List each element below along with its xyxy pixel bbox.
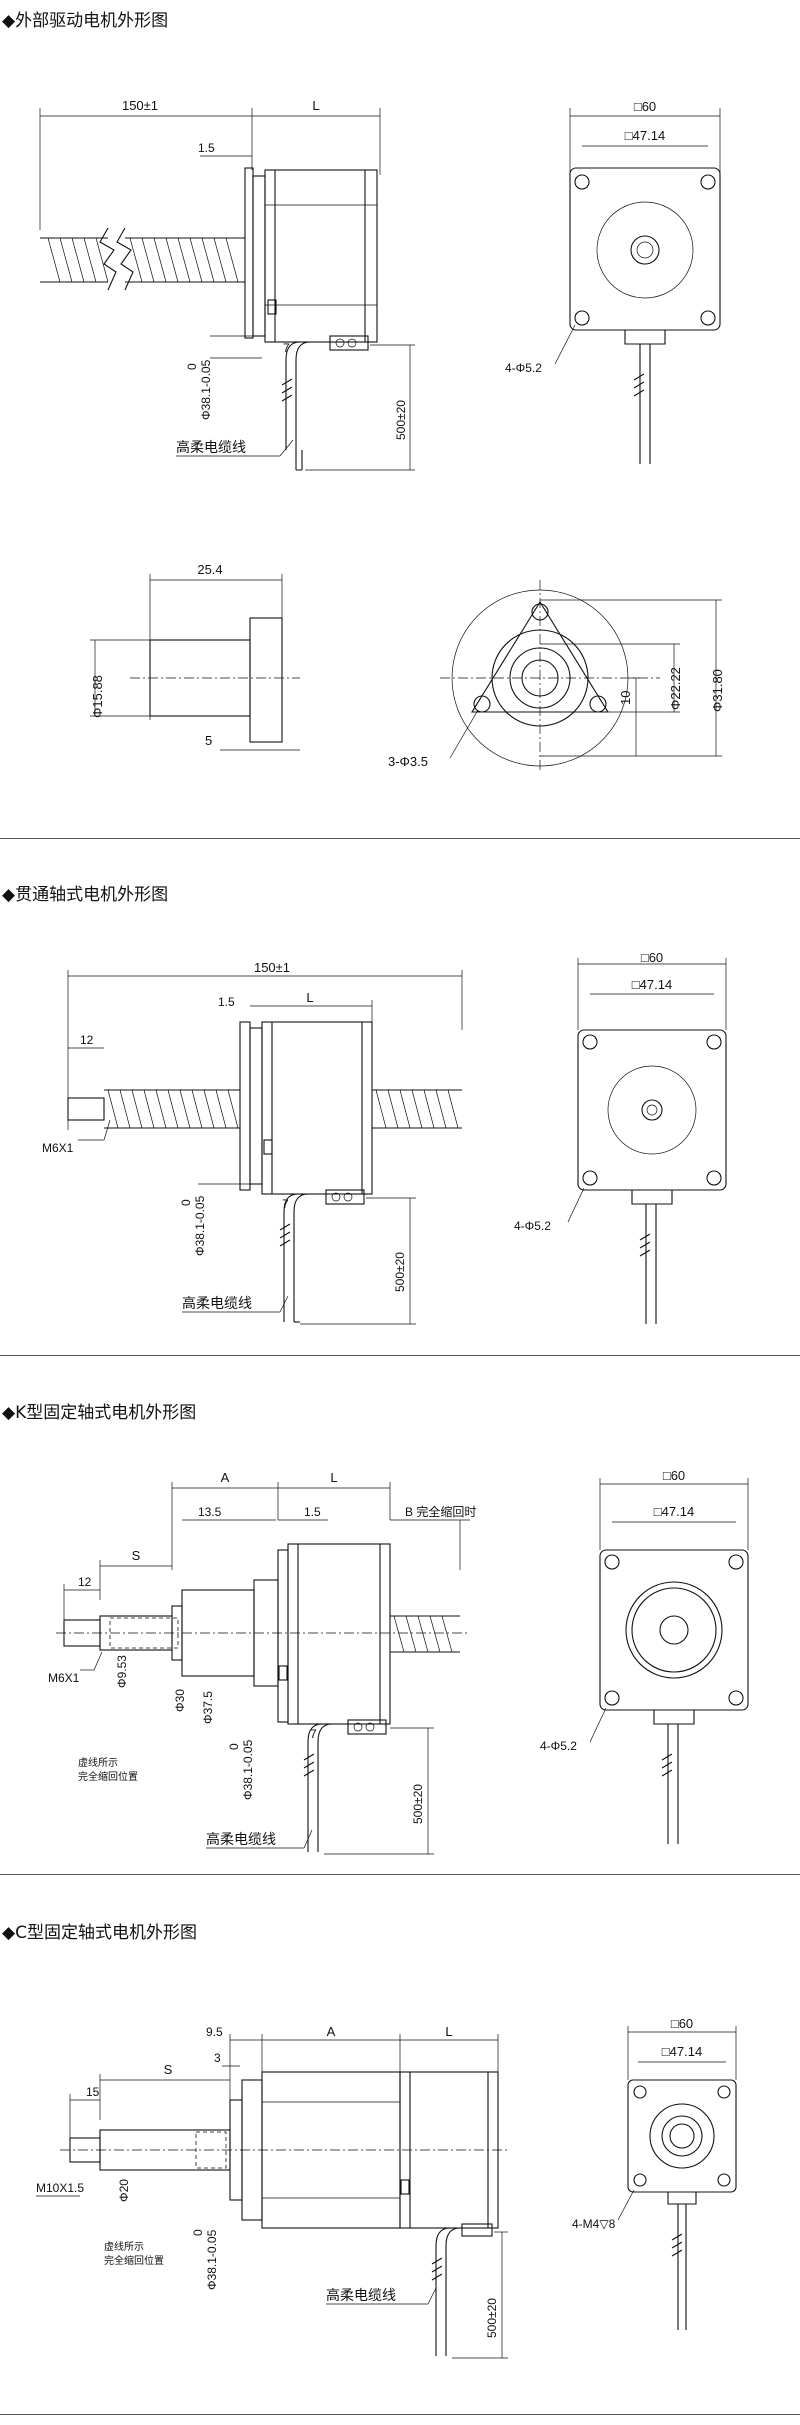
dim-boss-diameter: Φ38.1-0.05: [199, 359, 213, 420]
dim-boss-diameter: Φ38.1-0.05: [205, 2229, 219, 2290]
cable-exit: [281, 335, 369, 471]
thread-label: M6X1: [48, 1671, 80, 1685]
motor-body-side: [244, 167, 378, 343]
dim-boss-tolerance: 0: [227, 1743, 241, 1750]
dim-mount-holes: 4-M4▽8: [572, 2217, 616, 2231]
dim-s: S: [132, 1548, 141, 1563]
dim-square-inner: □47.14: [662, 2044, 702, 2059]
dim-nut-diameter: Φ15.88: [90, 675, 105, 718]
dim-offset: 7: [283, 341, 290, 355]
fixed-shaft: [56, 1579, 470, 1687]
motor-body-side: [277, 1543, 391, 1725]
dim-cable-length: 150±1: [122, 98, 158, 113]
dim-body-length: L: [312, 98, 319, 113]
section-title-external-drive: ◆外部驱动电机外形图: [2, 11, 169, 31]
dim-boss-tolerance: 0: [185, 363, 199, 370]
dim-mount-holes: 4-Φ5.2: [505, 361, 542, 375]
section-divider: [0, 1874, 800, 1875]
dim-ext: 13.5: [198, 1505, 222, 1519]
cable-exit: [303, 1719, 387, 1852]
section-divider: [0, 2414, 800, 2415]
dim-d375: Φ37.5: [201, 1691, 215, 1724]
dim-mount-holes: 4-Φ5.2: [540, 1739, 577, 1753]
dim-offset: 7: [282, 1197, 289, 1211]
dim-square-inner: □47.14: [654, 1504, 694, 1519]
dim-square-outer: □60: [634, 99, 656, 114]
section-title-c-type: ◆C型固定轴式电机外形图: [2, 1923, 197, 1943]
cable-exit: [279, 1189, 365, 1323]
thread-label: M6X1: [42, 1141, 74, 1155]
dim-nut-od: Φ31.80: [710, 669, 725, 712]
dim-tip-length: 12: [80, 1033, 94, 1047]
dim-3: 3: [214, 2051, 221, 2065]
lead-screw: [40, 227, 245, 291]
dim-body-length: L: [445, 2024, 452, 2039]
dim-9-5: 9.5: [206, 2025, 223, 2039]
section-divider: [0, 1355, 800, 1356]
external-drive-side-view: 150±1 L 1.5 Φ38.1-0.05 0 7 500±20 高柔电: [39, 98, 725, 770]
dim-boss-tolerance: 0: [191, 2229, 205, 2236]
dim-s: S: [164, 2062, 173, 2077]
dim-boss-diameter: Φ38.1-0.05: [241, 1739, 255, 1800]
dim-square-outer: □60: [641, 950, 663, 965]
dim-nut-pcd: Φ22.22: [668, 667, 683, 710]
dim-tip-length: 15: [86, 2085, 100, 2099]
dim-flange-thickness: 1.5: [218, 995, 235, 1009]
dim-total-length: 150±1: [254, 960, 290, 975]
motor-front-view: □60 □47.14 4-M4▽8: [572, 2016, 737, 2330]
cable-label: 高柔电缆线: [206, 1831, 276, 1848]
dim-body-length: L: [330, 1470, 337, 1485]
motor-front-view: □60 □47.14 4-Φ5.2: [514, 950, 727, 1324]
dim-nut-holes: 3-Φ3.5: [388, 754, 428, 769]
dim-square-inner: □47.14: [632, 977, 672, 992]
motor-front-view: □60 □47.14 4-Φ5.2: [540, 1468, 749, 1844]
dim-d30: Φ30: [173, 1689, 187, 1712]
c-type-side-view: 9.5 A L 3 S 15 M10X1.5 Φ20 Φ38.1-0.05 0 …: [36, 2016, 737, 2359]
section-title-k-type: ◆K型固定轴式电机外形图: [2, 1403, 197, 1423]
dim-tip-length: 12: [78, 1575, 92, 1589]
dim-a: A: [221, 1470, 230, 1485]
dim-nut-height: 10: [618, 691, 633, 705]
motor-front-view: □60 □47.14 4-Φ5.2: [505, 99, 721, 464]
retracted-note: B 完全缩回时: [405, 1504, 476, 1519]
dim-boss-tolerance: 0: [179, 1199, 193, 1206]
section-divider: [0, 838, 800, 839]
dim-nut-flange: 5: [205, 733, 212, 748]
dim-square-outer: □60: [663, 1468, 685, 1483]
k-type-side-view: A L 13.5 1.5 B 完全缩回时 S 12 M6X1: [48, 1468, 749, 1855]
dim-a: A: [327, 2024, 336, 2039]
dim-lead-length: 500±20: [394, 400, 408, 440]
dim-lead-length: 500±20: [393, 1252, 407, 1292]
note-dashed: 虚线所示: [104, 2240, 144, 2253]
dim-square-inner: □47.14: [625, 128, 665, 143]
lead-screw-right: [390, 1615, 460, 1653]
cable-exit: [431, 2223, 493, 2356]
cable-label: 高柔电缆线: [176, 439, 246, 456]
dim-flange-thickness: 1.5: [198, 141, 215, 155]
dim-square-outer: □60: [671, 2016, 693, 2031]
note-retracted-position: 完全缩回位置: [78, 1770, 138, 1783]
nut-front-view: Φ22.22 Φ31.80 10 3-Φ3.5: [388, 580, 725, 770]
section-title-through-shaft: ◆贯通轴式电机外形图: [2, 885, 169, 905]
dim-nut-length: 25.4: [197, 562, 222, 577]
nut-side-view: 25.4 Φ15.88 5: [90, 562, 300, 751]
note-retracted-position: 完全缩回位置: [104, 2254, 164, 2267]
dim-shaft-diameter: Φ20: [117, 2179, 131, 2202]
motor-body-side: [239, 1021, 373, 1195]
dim-shaft-diameter: Φ9.53: [115, 1655, 129, 1688]
note-dashed: 虚线所示: [78, 1756, 118, 1769]
through-shaft-side-view: 150±1 L 1.5 12 M6X1 Φ38.1-0.05 0 7 500±2: [42, 950, 727, 1325]
cable-label: 高柔电缆线: [326, 2287, 396, 2304]
dim-body-length: L: [306, 990, 313, 1005]
dim-lead-length: 500±20: [411, 1784, 425, 1824]
dim-boss-diameter: Φ38.1-0.05: [193, 1195, 207, 1256]
lead-screw-left: [67, 1089, 240, 1129]
thread-label: M10X1.5: [36, 2181, 84, 2195]
dim-flange-thickness: 1.5: [304, 1505, 321, 1519]
dim-offset: 7: [310, 1727, 317, 1741]
cable-label: 高柔电缆线: [182, 1295, 252, 1312]
dim-mount-holes: 4-Φ5.2: [514, 1219, 551, 1233]
lead-screw-right: [372, 1089, 462, 1129]
dim-lead-length: 500±20: [485, 2298, 499, 2338]
